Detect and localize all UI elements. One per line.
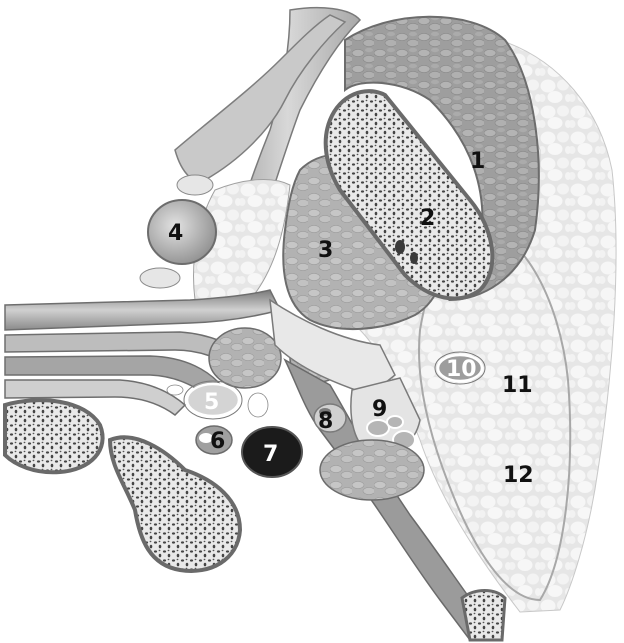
small-white-b (248, 393, 268, 417)
bone-lower-mid (110, 437, 240, 571)
small-node-upper (177, 175, 213, 195)
label-8: 8 (318, 409, 333, 434)
label-10: 10 (446, 357, 477, 382)
muscle-lower-center (320, 440, 424, 500)
small-white-a (167, 385, 183, 395)
bone-vessel-b (410, 252, 418, 264)
bone-vessel-a (395, 240, 405, 254)
label-2: 2 (420, 206, 435, 231)
structure-9-a (367, 420, 389, 436)
structure-9-c (387, 416, 403, 428)
label-9: 9 (372, 397, 387, 422)
fascia-layer-1 (5, 290, 280, 330)
label-11: 11 (502, 373, 533, 398)
muscle-mid-a (209, 328, 281, 388)
label-4: 4 (168, 221, 183, 246)
label-5: 5 (204, 390, 219, 415)
small-node-lower (140, 268, 180, 288)
bone-lower-left (5, 400, 103, 472)
label-12: 12 (503, 463, 534, 488)
label-7: 7 (263, 442, 278, 467)
label-3: 3 (318, 238, 333, 263)
bone-bottom (462, 591, 505, 641)
label-1: 1 (470, 149, 485, 174)
label-6: 6 (210, 429, 225, 454)
